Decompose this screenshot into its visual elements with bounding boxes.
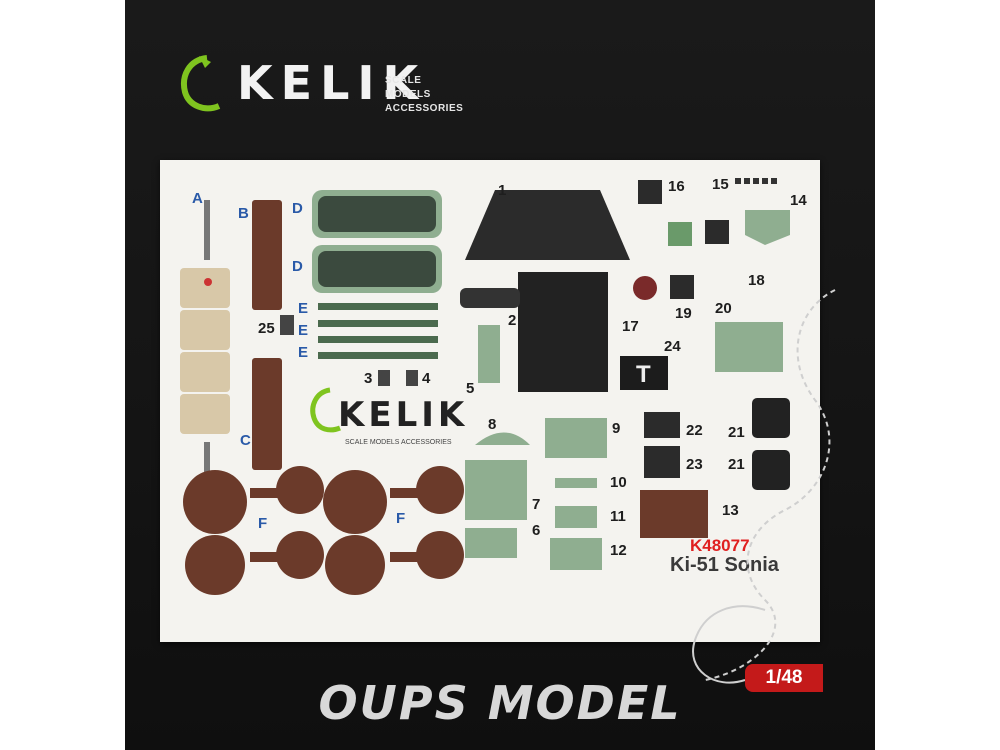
part-19	[670, 275, 694, 299]
label-20: 20	[715, 300, 732, 317]
part-10	[555, 478, 597, 488]
strap-a	[180, 200, 230, 492]
part-4	[406, 370, 418, 386]
part-7	[465, 460, 527, 520]
decal-sheet: KELIK SCALE MODELS ACCESSORIES	[160, 160, 820, 642]
part-5	[478, 325, 500, 383]
label-24: 24	[664, 338, 681, 355]
label-e2: E	[298, 322, 309, 339]
product-photo: KELIK SCALE MODELS ACCESSORIES	[125, 0, 875, 750]
part-6	[465, 528, 517, 558]
label-5: 5	[466, 380, 475, 397]
label-16: 16	[668, 178, 685, 195]
inner-logo-tagline: SCALE MODELS ACCESSORIES	[345, 439, 452, 446]
part-20	[715, 322, 783, 372]
instrument-panel-1	[465, 190, 630, 260]
strap-e1	[318, 303, 438, 310]
label-f2: F	[396, 510, 406, 527]
part-12	[550, 538, 602, 570]
svg-text:T: T	[636, 361, 651, 388]
belt-b	[252, 200, 282, 310]
label-b: B	[238, 205, 249, 222]
label-17: 17	[622, 318, 639, 335]
label-3: 3	[364, 370, 373, 387]
inner-logo: KELIK SCALE MODELS ACCESSORIES	[310, 387, 468, 446]
part-23	[644, 446, 680, 478]
part-11	[555, 506, 597, 528]
brand-k-icon	[181, 55, 221, 112]
label-10: 10	[610, 474, 627, 491]
label-9: 9	[612, 420, 621, 437]
label-21b: 21	[728, 456, 745, 473]
label-22: 22	[686, 422, 703, 439]
console-2	[518, 272, 608, 392]
label-d2: D	[292, 258, 303, 275]
net-d2	[312, 245, 442, 293]
inner-logo-name: KELIK	[338, 395, 468, 435]
label-14: 14	[790, 192, 807, 209]
brand-tagline: SCALE MODELS ACCESSORIES	[385, 75, 464, 114]
label-11: 11	[610, 508, 626, 525]
strap-e2	[318, 336, 438, 343]
label-13: 13	[722, 502, 739, 519]
part-3	[378, 370, 390, 386]
label-f1: F	[258, 515, 268, 532]
brand-logo: KELIK SCALE MODELS ACCESSORIES	[177, 50, 463, 120]
part-9	[545, 418, 607, 458]
label-2: 2	[508, 312, 517, 329]
label-c: C	[240, 432, 251, 449]
label-21a: 21	[728, 424, 745, 441]
part-18	[705, 220, 729, 244]
part-16	[638, 180, 662, 204]
label-15: 15	[712, 176, 729, 193]
label-4: 4	[422, 370, 431, 387]
part-24	[620, 356, 668, 390]
label-8: 8	[488, 416, 497, 433]
aircraft-name: Ki-51 Sonia	[670, 554, 779, 576]
label-23: 23	[686, 456, 703, 473]
part-25	[280, 315, 294, 335]
label-d1: D	[292, 200, 303, 217]
part-17	[668, 222, 692, 246]
scale-badge: 1/48	[745, 664, 823, 692]
label-6: 6	[532, 522, 541, 539]
pads-f	[183, 466, 464, 595]
part-15	[735, 178, 777, 184]
mascot-outline	[692, 289, 836, 684]
belt-c	[252, 358, 282, 470]
net-d1	[312, 190, 442, 238]
label-e1: E	[298, 300, 309, 317]
label-18: 18	[748, 272, 765, 289]
strap-e3	[318, 352, 438, 359]
part-17-ring	[633, 276, 657, 300]
part-21b	[752, 450, 790, 490]
label-a: A	[192, 190, 203, 207]
brand-name: KELIK	[237, 56, 427, 110]
part-13	[640, 490, 708, 538]
label-19: 19	[675, 305, 692, 322]
label-12: 12	[610, 542, 627, 559]
product-code: K48077	[690, 536, 750, 555]
label-e3: E	[298, 344, 309, 361]
sheet-artwork: KELIK SCALE MODELS ACCESSORIES	[180, 178, 790, 595]
watermark: OUPS MODEL	[318, 676, 682, 730]
part-22	[644, 412, 680, 438]
part-8	[475, 432, 530, 445]
label-1: 1	[498, 182, 507, 199]
label-25: 25	[258, 320, 275, 337]
part-21a	[752, 398, 790, 438]
part-14	[745, 210, 790, 245]
label-7: 7	[532, 496, 541, 513]
